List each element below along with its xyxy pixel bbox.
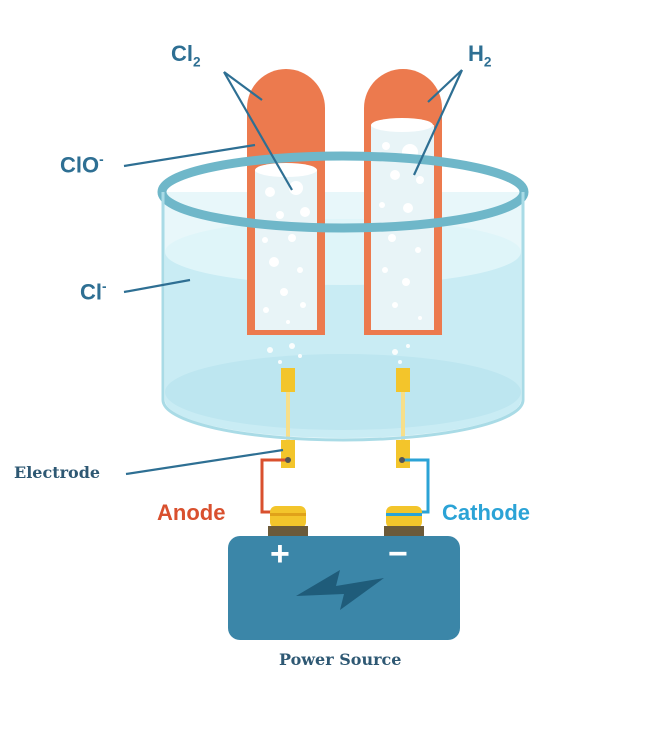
power-source-label: Power Source <box>279 650 402 669</box>
anode-label: Anode <box>157 500 226 525</box>
battery <box>228 536 460 640</box>
chlorine-bubbles <box>262 181 310 324</box>
anode-tube <box>247 69 325 336</box>
cathode-label: Cathode <box>442 500 530 525</box>
plus-sign: + <box>270 535 290 573</box>
h2-label: H2 <box>468 41 492 70</box>
electrode-label: Electrode <box>14 463 101 482</box>
rising-bubbles <box>267 343 410 364</box>
leader-lines <box>123 69 464 476</box>
hydrogen-bubbles <box>379 142 424 320</box>
cl2-label: Cl2 <box>171 41 201 70</box>
minus-sign: − <box>388 535 408 573</box>
negative-terminal <box>384 506 424 538</box>
cathode-tube <box>364 69 442 335</box>
beaker-rim <box>157 151 529 442</box>
positive-terminal <box>268 506 308 538</box>
hypochlorite-label: ClO- <box>60 152 104 178</box>
lightning-icon <box>296 570 384 610</box>
chloride-label: Cl- <box>80 279 107 305</box>
